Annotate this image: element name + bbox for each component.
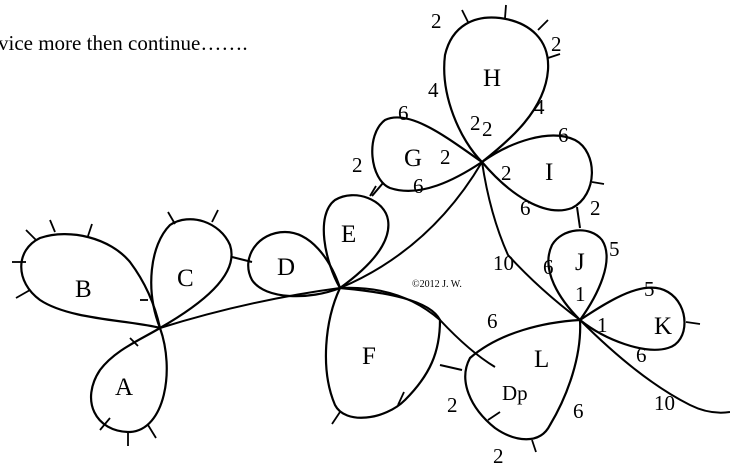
ring-j [547,229,608,322]
ring-label-k: K [654,313,672,340]
ring-label-g: G [404,145,422,172]
ring-c [150,218,233,330]
count-thread-left: 10 [493,251,514,275]
count-l-right: 6 [573,399,584,423]
chain-e-g [371,182,384,197]
ring-f [324,286,442,419]
count-l-bottom: 2 [493,444,504,465]
count-g-top: 6 [398,101,409,125]
ring-h [443,16,550,164]
count-h-right: 4 [534,95,545,119]
ring-label-b: B [75,276,92,303]
ring-label-h: H [483,65,501,92]
count-j-right: 5 [609,237,620,261]
ring-l [464,318,582,441]
chain-k-to-edge [579,319,730,414]
chain-i-j [576,206,581,229]
ring-label-e: E [341,221,356,248]
count-j-bottom: 1 [575,282,586,306]
count-k-left: 1 [597,313,608,337]
count-h-left: 4 [428,78,439,102]
ring-g [371,116,484,192]
ring-label-f: F [362,343,376,370]
count-l-left: 2 [447,393,458,417]
ring-label-l: L [534,346,549,373]
ring-label-dp: Dp [502,381,528,405]
picots [12,4,701,453]
count-l-top: 6 [487,309,498,333]
ring-e [322,194,390,290]
chain-center-to-h-junction [339,161,483,289]
chain-f-l [439,364,463,371]
instruction-text: vice more then continue……. [0,31,248,55]
count-g-left: 2 [352,153,363,177]
count-i-inner: 2 [501,161,512,185]
ring-k [578,286,686,351]
ring-d [247,230,342,298]
count-k-bottom: 6 [636,343,647,367]
ring-label-i: I [545,159,553,186]
count-i-right: 2 [590,196,601,220]
ring-b [20,233,162,330]
copyright-text: ©2012 J. W. [412,279,462,290]
count-j-left: 6 [543,255,554,279]
ring-label-d: D [277,254,295,281]
ring-i [480,134,593,212]
chain-center-left-to-center [159,287,341,329]
chain-h-junction-to-j [481,161,581,321]
count-k-top: 5 [644,277,655,301]
count-g-bottom: 6 [413,174,424,198]
count-i-bottom: 6 [520,196,531,220]
ring-label-c: C [177,265,194,292]
count-h-inner-left: 2 [470,111,481,135]
ring-label-a: A [115,374,133,401]
count-h-top-right: 2 [551,32,562,56]
count-i-top: 6 [558,123,569,147]
count-h-top-left: 2 [431,9,442,33]
count-g-inner: 2 [440,145,451,169]
count-thread-right: 10 [654,391,675,415]
ring-a [90,326,168,434]
count-h-inner-right: 2 [482,117,493,141]
ring-label-j: J [575,249,585,276]
